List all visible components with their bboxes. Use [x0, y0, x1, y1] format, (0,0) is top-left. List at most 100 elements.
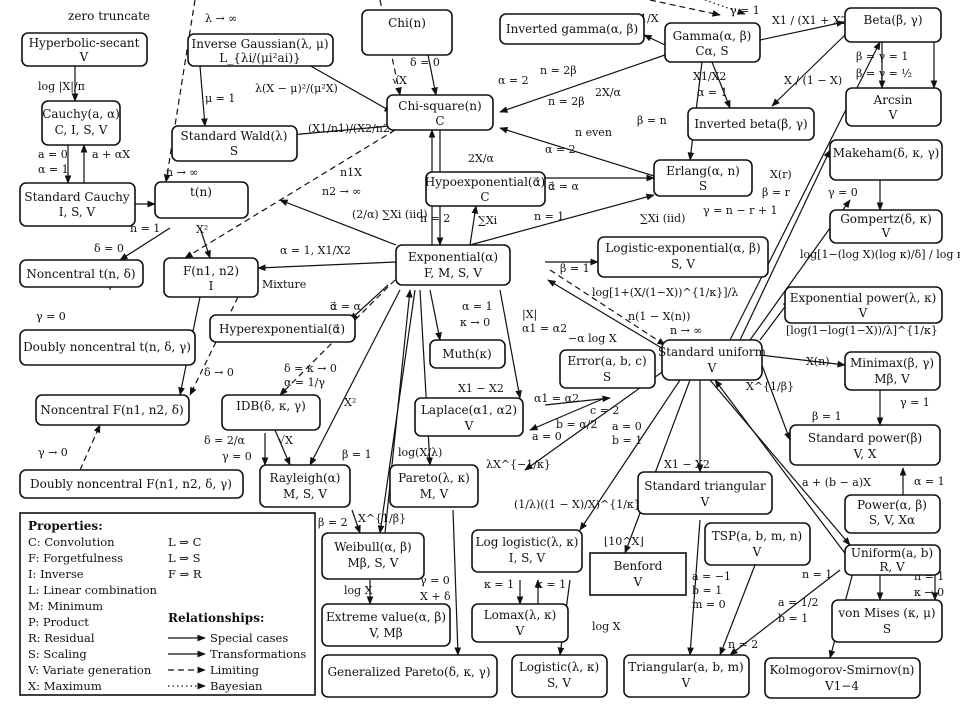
edge-t-f	[199, 227, 211, 259]
edge-label: γ = 0	[828, 186, 858, 199]
edge-beta-invbeta	[771, 34, 846, 107]
node-title: Benford	[614, 559, 663, 573]
node-uniform[interactable]: Uniform(a, b) R, V	[844, 544, 941, 576]
node-hypoexponential[interactable]: Hypoexponential(α⃗) C	[425, 171, 546, 207]
edge-label: (2/α) ∑Xi (iid)	[352, 208, 428, 221]
edge-exp-hypo	[469, 205, 479, 246]
node-triangular[interactable]: Triangular(a, b, m) V	[623, 654, 750, 698]
edge-label: n = 2β	[540, 64, 577, 77]
edge-label: a = 1/2	[778, 596, 818, 609]
edge-label: n = 2	[420, 212, 450, 225]
node-laplace[interactable]: Laplace(α1, α2) V	[414, 397, 524, 437]
node-properties: V	[752, 545, 762, 559]
edge-label: α = 2	[545, 143, 576, 156]
node-power[interactable]: Power(α, β) S, V, Xα	[844, 494, 941, 534]
node-properties: I, S, V	[509, 551, 546, 565]
node-hyperbolic-secant[interactable]: Hyperbolic-secant V	[21, 32, 148, 67]
edge-label: γ = 0	[420, 574, 450, 587]
node-generalized-pareto[interactable]: Generalized Pareto(δ, κ, γ)	[321, 654, 498, 698]
node-inverted-gamma[interactable]: Inverted gamma(α, β)	[499, 13, 645, 45]
node-exponential-power[interactable]: Exponential power(λ, κ) V	[784, 286, 943, 324]
node-title: Standard power(β)	[808, 431, 922, 445]
node-noncentral-f[interactable]: Noncentral F(n1, n2, δ)	[35, 394, 190, 426]
node-title: Muth(κ)	[442, 347, 491, 361]
edge-label: δ → 0	[204, 366, 234, 379]
node-standard-wald[interactable]: Standard Wald(λ) S	[171, 125, 298, 162]
edge-label: c = 2	[590, 404, 619, 417]
node-pareto[interactable]: Pareto(λ, κ) M, V	[389, 464, 479, 508]
node-title: Inverted gamma(α, β)	[506, 22, 638, 36]
node-lomax[interactable]: Lomax(λ, κ) V	[471, 603, 569, 643]
node-gamma[interactable]: Gamma(α, β) Cα, S	[664, 22, 761, 63]
node-standard-triangular[interactable]: Standard triangular V	[637, 471, 773, 515]
node-properties: V, X	[853, 447, 877, 461]
node-doubly-noncentral-f[interactable]: Doubly noncentral F(n1, n2, δ, γ)	[19, 469, 244, 499]
node-inverse-gaussian[interactable]: Inverse Gaussian(λ, μ) L_{λi/(μi²ai)}	[187, 33, 334, 67]
node-benford[interactable]: Benford V	[589, 552, 687, 596]
node-von-mises[interactable]: von Mises (κ, μ) S	[831, 599, 943, 643]
node-makeham[interactable]: Makeham(δ, κ, γ)	[829, 139, 943, 181]
node-gompertz[interactable]: Gompertz(δ, κ) V	[829, 209, 943, 244]
node-title: Kolmogorov-Smirnov(n)	[769, 663, 914, 677]
node-standard-uniform[interactable]: Standard uniform V	[658, 339, 767, 381]
node-doubly-noncentral-t[interactable]: Doubly noncentral t(n, δ, γ)	[19, 329, 196, 366]
node-cauchy[interactable]: Cauchy(a, α) C, I, S, V	[41, 100, 121, 146]
node-tsp[interactable]: TSP(a, b, m, n) V	[704, 522, 811, 566]
edge-label: α = 1	[38, 163, 69, 176]
node-exponential[interactable]: Exponential(α) F, M, S, V	[395, 244, 511, 286]
node-title: Inverted beta(β, γ)	[694, 117, 807, 131]
edge-exp-pareto	[419, 289, 433, 466]
edge-label: a + αX	[92, 148, 130, 161]
edge-label: n1X	[340, 166, 362, 179]
node-rayleigh[interactable]: Rayleigh(α) M, S, V	[259, 464, 351, 508]
node-muth[interactable]: Muth(κ)	[429, 339, 506, 369]
edge-weibull-exp	[384, 289, 413, 534]
node-log-logistic[interactable]: Log logistic(λ, κ) I, S, V	[471, 529, 583, 573]
node-properties: S	[883, 622, 891, 636]
node-idb[interactable]: IDB(δ, κ, γ)	[221, 394, 321, 431]
node-f[interactable]: F(n1, n2) I	[163, 257, 259, 298]
node-title: Standard Cauchy	[24, 190, 130, 204]
node-arcsin[interactable]: Arcsin V	[845, 87, 942, 127]
node-extreme-value[interactable]: Extreme value(α, β) V, Mβ	[321, 603, 451, 647]
edge-stduni-stdpower	[759, 359, 791, 441]
node-weibull[interactable]: Weibull(α, β) Mβ, S, V	[321, 532, 425, 580]
node-minimax[interactable]: Minimax(β, γ) Mβ, V	[844, 351, 941, 391]
edge-tsp-triangular	[687, 519, 701, 656]
node-properties: V	[681, 676, 691, 690]
node-properties: S, V	[547, 676, 571, 690]
edge-label: κ → 0	[460, 316, 490, 329]
node-properties: S	[699, 179, 707, 193]
node-t[interactable]: t(n)	[154, 181, 249, 219]
node-noncentral-t[interactable]: Noncentral t(n, δ)	[19, 259, 144, 288]
node-hyperexponential[interactable]: Hyperexponential(α⃗)	[209, 314, 356, 343]
node-title: Laplace(α1, α2)	[421, 403, 517, 417]
edge-label: γ → 0	[38, 446, 68, 459]
node-standard-power[interactable]: Standard power(β) V, X	[789, 424, 941, 466]
node-inverted-beta[interactable]: Inverted beta(β, γ)	[687, 107, 815, 141]
node-error[interactable]: Error(a, b, c) S	[559, 349, 656, 389]
node-chi-square[interactable]: Chi-square(n) C	[386, 94, 494, 131]
edge-gamma-chisq	[499, 54, 666, 113]
node-properties: Cα, S	[695, 44, 728, 58]
edge-pareto-genpareto	[452, 509, 462, 656]
node-kolmogorov-smirnov[interactable]: Kolmogorov-Smirnov(n) V1−4	[764, 657, 921, 699]
edge-label: log |X|/π	[38, 80, 85, 94]
node-erlang[interactable]: Erlang(α, n) S	[653, 159, 753, 197]
node-standard-cauchy[interactable]: Standard Cauchy I, S, V	[19, 182, 136, 227]
node-chi[interactable]: Chi(n)	[361, 9, 453, 56]
node-beta[interactable]: Beta(β, γ)	[844, 7, 942, 43]
edge-label: κ → 0	[914, 586, 944, 599]
edge-label: γ = n − r + 1	[703, 204, 778, 217]
edge-label: X + δ	[420, 590, 451, 603]
edge-label: √X	[392, 74, 407, 87]
node-logistic[interactable]: Logistic(λ, κ) S, V	[511, 654, 608, 698]
edges	[64, 0, 939, 659]
edge-label: α⃗ = α	[330, 300, 362, 313]
node-title: Rayleigh(α)	[270, 471, 341, 485]
legend-relationship: Special cases	[210, 631, 288, 645]
node-logistic-exponential[interactable]: Logistic-exponential(α, β) S, V	[597, 236, 769, 278]
edge-limit-chisq-f	[184, 129, 396, 259]
edge-label: log[1−(log X)(log κ)/δ] / log κ	[800, 248, 960, 261]
